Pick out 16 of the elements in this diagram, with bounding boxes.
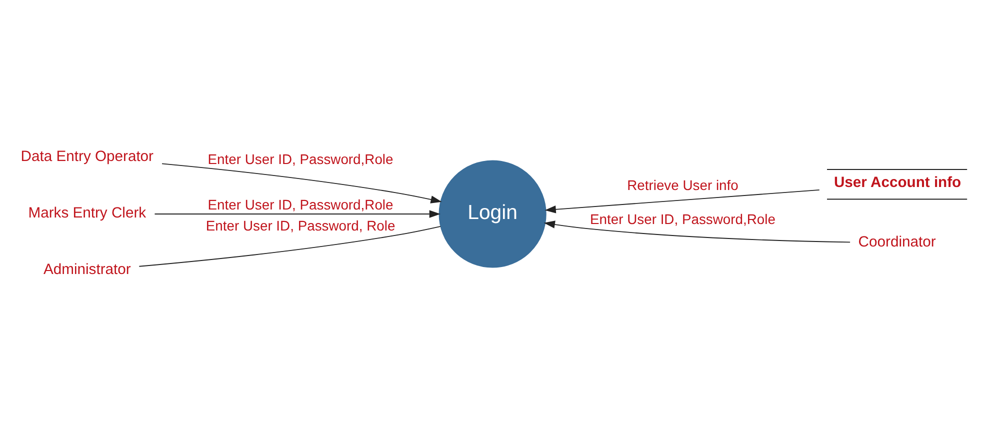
node-text: Administrator [43,262,131,278]
edge-label: Enter User ID, Password,Role [208,150,394,166]
node-text: Data Entry Operator [20,148,154,164]
arrow [544,189,820,213]
node-text: User Account info [834,174,962,190]
arrow [544,220,850,242]
edge-label: Enter User ID, Password,Role [208,196,394,212]
arrow [162,162,442,203]
node-circle: Login [438,160,546,268]
edge-label: Retrieve User info [627,176,738,192]
node-text: Marks Entry Clerk [28,205,146,222]
connector [138,225,441,266]
arrow [154,210,440,218]
edge-label: Enter User ID, Password,Role [590,210,776,227]
edge-label: Enter User ID, Password, Role [206,217,396,234]
node-text: Coordinator [858,234,936,250]
